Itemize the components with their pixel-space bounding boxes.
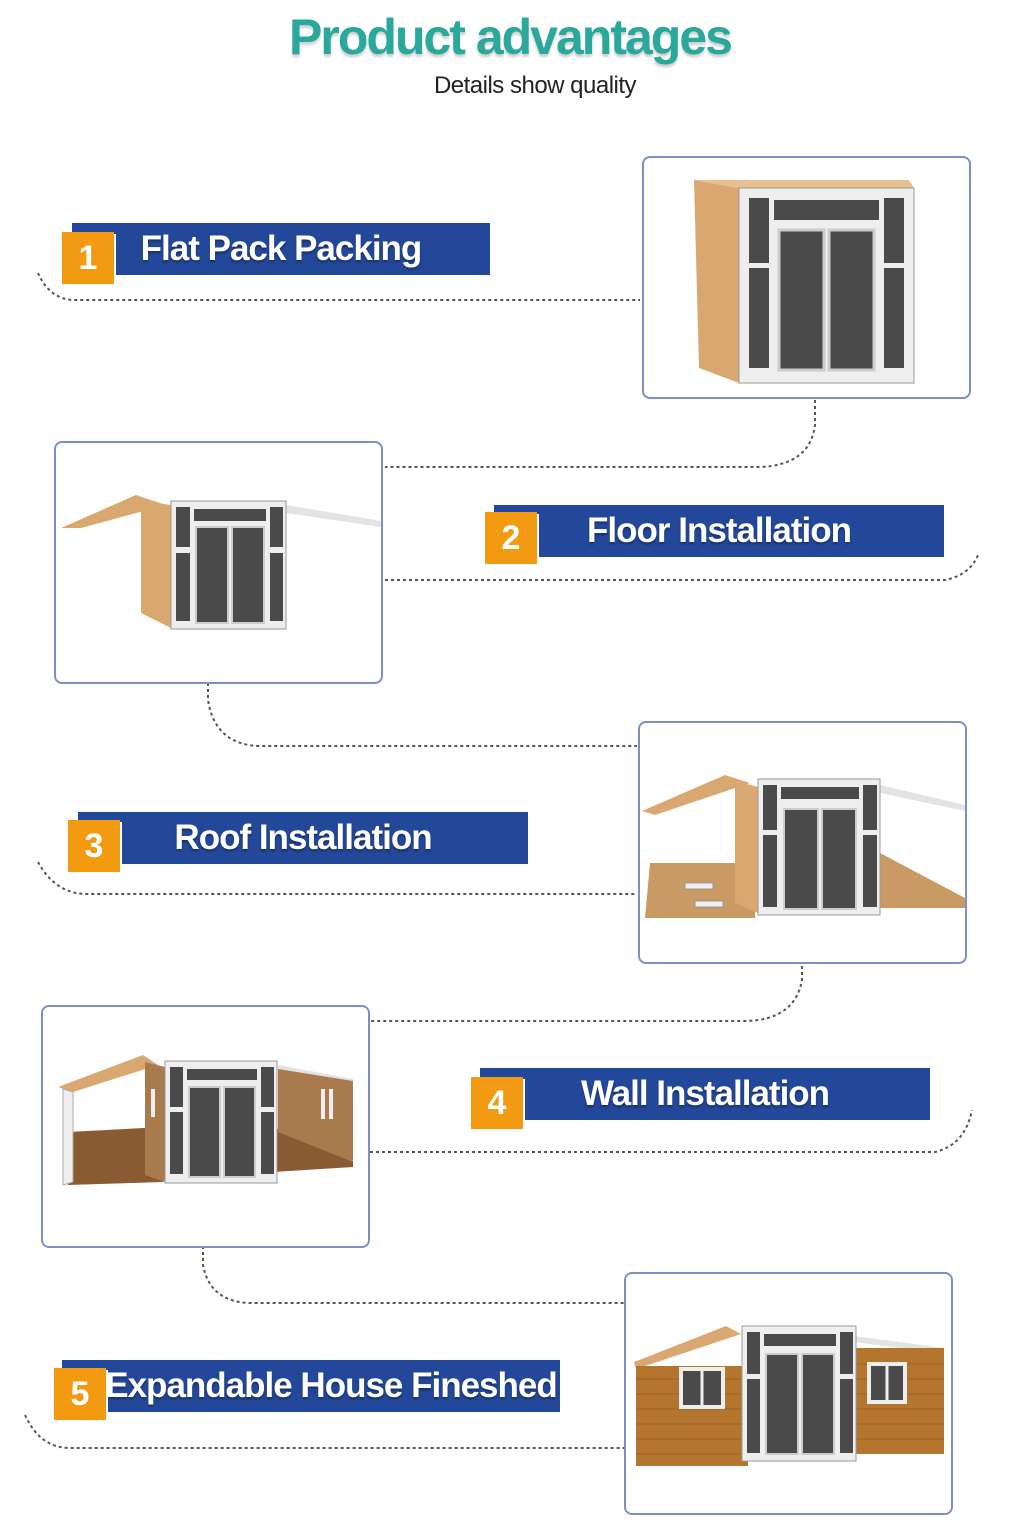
step-2-number-text: 2 [501, 518, 521, 557]
step-3-bar: Roof Installation [78, 812, 528, 864]
step-5-number-text: 5 [70, 1374, 90, 1413]
step-2-photo [54, 441, 383, 684]
step-5-number: 5 [54, 1368, 106, 1420]
step-1-number: 1 [62, 232, 114, 284]
step-4-bar: Wall Installation [480, 1068, 930, 1120]
step-5-photo [624, 1272, 953, 1515]
step-5-bar: Expandable House Fineshed [62, 1360, 560, 1412]
step-4-photo [41, 1005, 370, 1248]
step-1-number-text: 1 [78, 238, 98, 277]
container-walls-icon [58, 1055, 353, 1186]
step-5-label: Expandable House Fineshed [105, 1366, 557, 1405]
page-title: Product advantages [289, 9, 733, 65]
page-subtitle: Details show quality [433, 72, 637, 99]
folded-container-house-icon [694, 180, 915, 384]
step-2-bar: Floor Installation [494, 505, 944, 557]
step-4-number: 4 [471, 1077, 523, 1129]
finished-house-icon [634, 1325, 944, 1466]
step-3-number: 3 [68, 820, 120, 872]
step-3-label: Roof Installation [174, 818, 432, 857]
step-4-number-text: 4 [487, 1083, 507, 1122]
container-roof-open-icon [61, 495, 381, 630]
step-3-number-text: 3 [84, 826, 104, 865]
step-1-label: Flat Pack Packing [140, 229, 423, 268]
container-roof-floor-icon [642, 775, 965, 918]
step-1-bar: Flat Pack Packing [72, 223, 490, 275]
step-1-photo [642, 156, 971, 399]
step-2-number: 2 [485, 512, 537, 564]
step-2-label: Floor Installation [587, 511, 852, 550]
step-3-photo [638, 721, 967, 964]
step-4-label: Wall Installation [580, 1074, 830, 1113]
